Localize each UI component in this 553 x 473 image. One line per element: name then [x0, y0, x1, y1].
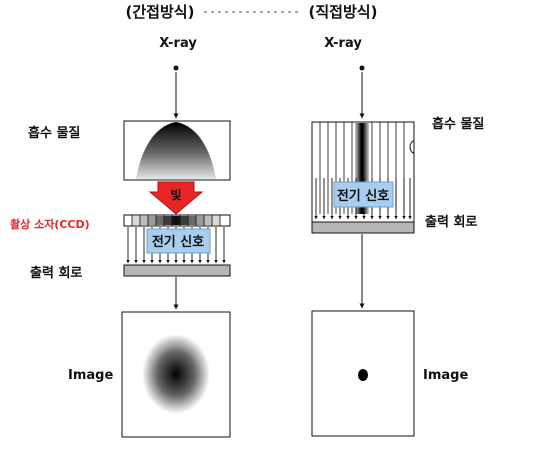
xray-label-right: X-ray — [324, 36, 362, 51]
absorber-label-left: 흡수 물질 — [28, 125, 80, 141]
xray-source-left — [173, 65, 179, 71]
light-arrow — [148, 181, 204, 215]
circuit-bar-left — [123, 264, 231, 277]
ccd-pixel-row — [123, 214, 231, 227]
circuit-label-right: 출력 회로 — [425, 214, 477, 230]
scintillation-glow — [136, 122, 216, 179]
edge-mark — [409, 140, 415, 154]
image-label-left: Image — [68, 368, 113, 383]
sharp-image-spot — [358, 369, 368, 381]
signal-box-left — [146, 228, 211, 254]
direct-title: (직접방식) — [309, 3, 378, 21]
circuit-bar-right — [311, 221, 415, 234]
image-label-right: Image — [423, 368, 468, 383]
sensor-label: 촬상 소자(CCD) — [10, 217, 90, 231]
circuit-label-left: 출력 회로 — [30, 265, 82, 281]
absorber-label-right: 흡수 물질 — [432, 116, 484, 132]
xray-source-right — [359, 65, 365, 71]
signal-box-right — [333, 181, 394, 208]
indirect-title: (간접방식) — [126, 3, 195, 21]
signal-label-left: 전기 신호 — [152, 234, 204, 250]
blurred-image-spot — [142, 334, 210, 414]
signal-label-right: 전기 신호 — [337, 188, 389, 204]
xray-label-left: X-ray — [159, 36, 197, 51]
light-label: 빛 — [170, 187, 181, 202]
